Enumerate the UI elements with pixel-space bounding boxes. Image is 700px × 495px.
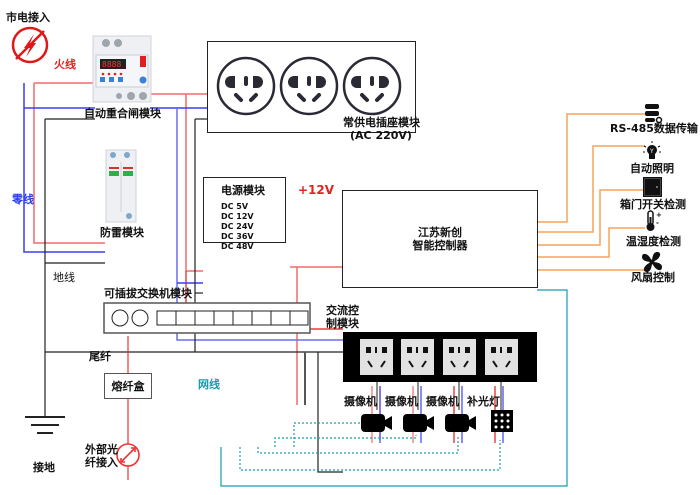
ac-outlet: [360, 339, 393, 375]
splice-box: 熔纤盒: [104, 373, 152, 399]
peripheral-label-door: 箱门开关检测: [620, 198, 686, 211]
smart-controller: 江苏新创 智能控制器: [342, 190, 538, 288]
camera-icon: [403, 414, 434, 432]
network-wires: [220, 289, 568, 487]
dc-output: DC 24V: [221, 222, 254, 231]
dc-output: DC 12V: [221, 212, 254, 221]
ground-label: 接地: [33, 461, 55, 474]
mains-input-label: 市电接入: [6, 11, 50, 24]
peripheral-label-fan: 风扇控制: [631, 271, 675, 284]
fiber-input-line2: 纤接入: [85, 456, 118, 469]
auto-recloser-device: 8888: [92, 35, 152, 103]
dc-output: DC 5V: [221, 202, 249, 211]
fill-light-label: 补光灯: [467, 395, 500, 408]
outlet-module-sockets: [216, 56, 402, 116]
ac-control-label: 交流控 制模块: [326, 304, 359, 330]
camera-label: 摄像机: [344, 395, 377, 408]
ac-control-line2: 制模块: [326, 317, 359, 330]
ground-symbol: [25, 416, 65, 434]
surge-protector-label: 防雷模块: [100, 226, 144, 239]
switch-module-label: 可插拔交换机模块: [104, 287, 192, 300]
thermometer-icon: + -: [646, 210, 662, 231]
peripheral-label-temp-humidity: 温湿度检测: [626, 235, 681, 248]
fill-light-icon: [491, 410, 513, 432]
dc-output: DC 36V: [221, 232, 254, 241]
surge-protector-device: [105, 149, 137, 223]
ac-outlet: [485, 339, 518, 375]
power-module-title: 电源模块: [221, 184, 265, 197]
wall-outlet-icon: [342, 56, 402, 116]
splice-box-label: 熔纤盒: [111, 379, 145, 393]
controller-name: 江苏新创: [418, 226, 462, 239]
network-cable-label: 网线: [198, 378, 220, 391]
fan-icon: [642, 252, 662, 272]
external-fiber-icon: [116, 443, 140, 467]
ground-wires: [44, 118, 343, 473]
controller-type: 智能控制器: [412, 239, 468, 252]
switch-module: [103, 302, 311, 334]
pigtail-label: 尾纤: [89, 350, 111, 363]
neutral-wire-label: 零线: [12, 193, 34, 206]
wall-outlet-icon: [279, 56, 339, 116]
camera-icon: [445, 414, 476, 432]
plus12v-label: +12V: [298, 183, 335, 197]
outlet-module: [207, 41, 416, 133]
outlet-module-voltage: (AC 220V): [350, 129, 412, 142]
outlet-module-label: 常供电插座模块 (AC 220V): [343, 116, 420, 142]
ac-control-line1: 交流控: [326, 304, 359, 317]
switch-ports: [156, 310, 309, 326]
live-wire-label: 火线: [54, 58, 76, 71]
ac-outlet: [443, 339, 476, 375]
svg-text:-: -: [656, 219, 659, 227]
camera-icon: [361, 414, 392, 432]
signal-wires: [537, 113, 645, 271]
svg-text:8888: 8888: [102, 60, 121, 69]
wall-outlet-icon: [216, 56, 276, 116]
svg-text:+: +: [656, 211, 662, 219]
svg-text:Y: Y: [649, 148, 654, 155]
live-wires: [33, 82, 343, 405]
peripheral-label-rs485: RS-485数据传输: [610, 122, 698, 135]
device-power-wires: [376, 382, 502, 410]
peripheral-label-lighting: 自动照明: [630, 162, 674, 175]
ground-wire-label: 地线: [53, 271, 75, 284]
lightbulb-icon: Y: [643, 141, 661, 159]
neutral-wires: [23, 83, 343, 341]
fiber-input-label: 外部光 纤接入: [85, 443, 118, 469]
auto-recloser-label: 自动重合闸模块: [84, 107, 161, 120]
camera-label: 摄像机: [385, 395, 418, 408]
ac-control-module: [343, 332, 537, 382]
ac-outlet: [401, 339, 434, 375]
door-icon: [643, 177, 662, 197]
power-module: 电源模块 DC 5V DC 12V DC 24V DC 36V DC 48V: [203, 177, 286, 251]
camera-label: 摄像机: [426, 395, 459, 408]
server-icon: [645, 104, 663, 124]
outlet-module-name: 常供电插座模块: [343, 116, 420, 129]
network-dashed-wires: [239, 422, 501, 471]
fiber-input-line1: 外部光: [85, 443, 118, 456]
dc-output: DC 48V: [221, 242, 254, 251]
mains-lightning-icon: [11, 26, 49, 64]
